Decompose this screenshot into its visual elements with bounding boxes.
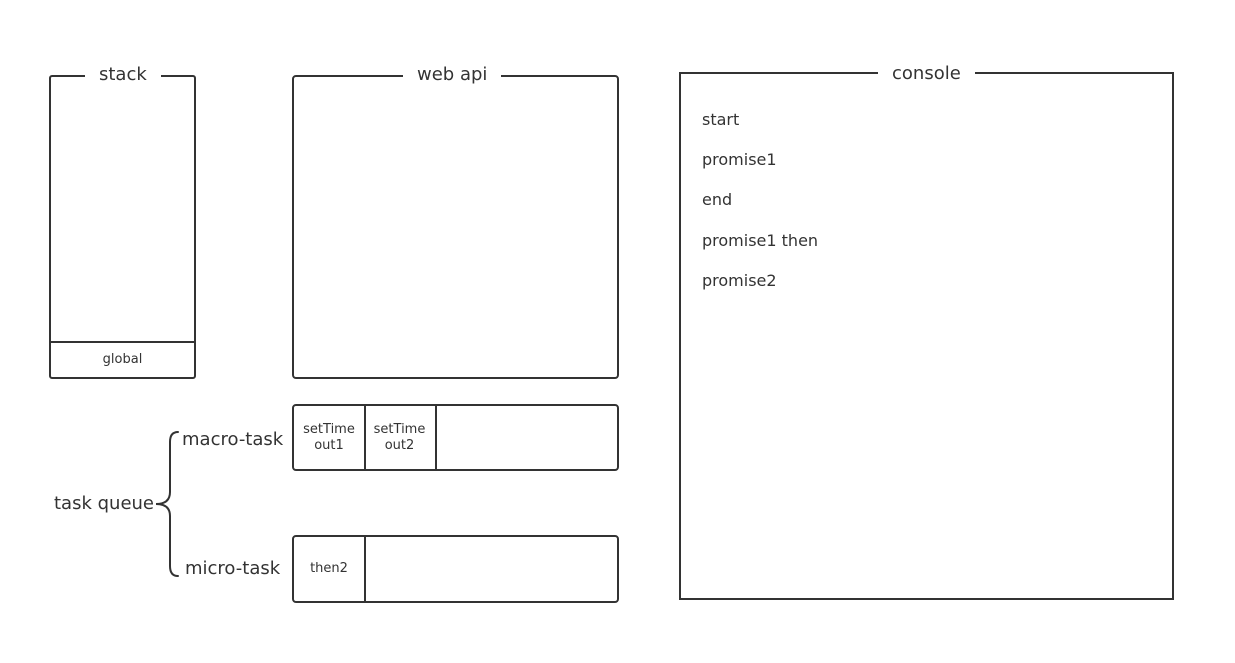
console-line: promise2 [702,271,777,290]
micro-task-label: micro-task [185,558,281,579]
console-line: end [702,190,733,209]
stack-frame-global: global [51,341,194,377]
macro-task-label: macro-task [182,429,284,450]
micro-task-item: then2 [294,537,366,601]
macro-task-item: setTime out2 [364,406,437,469]
macro-task-queue: setTime out1 setTime out2 [292,404,619,471]
console-line: promise1 [702,150,777,169]
web-api-box [292,75,619,379]
macro-task-item: setTime out1 [294,406,366,469]
task-queue-label: task queue [54,493,155,514]
console-line: promise1 then [702,231,819,250]
stack-box: global [49,75,196,379]
console-line: start [702,110,740,129]
stack-title: stack [85,64,161,86]
curly-brace-icon [155,431,179,577]
web-api-title: web api [403,64,502,86]
micro-task-queue: then2 [292,535,619,603]
console-title: console [878,63,975,85]
console-box: start promise1 end promise1 then promise… [679,72,1174,600]
